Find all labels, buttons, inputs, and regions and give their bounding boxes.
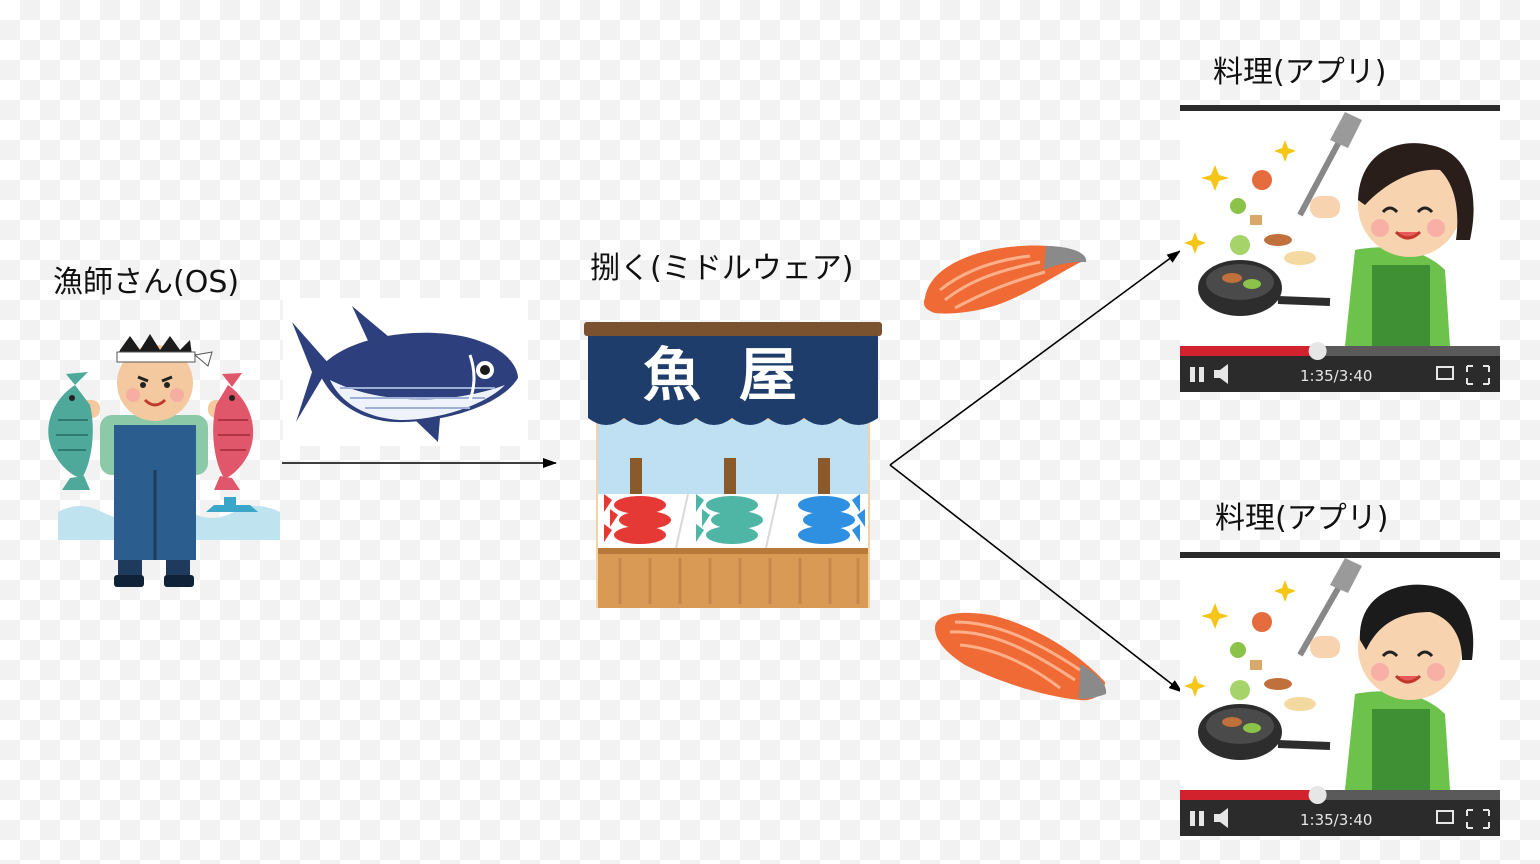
boat-icon: [206, 505, 258, 512]
green-fish-stack-icon: [696, 494, 763, 544]
fisherman-illustration: [48, 334, 280, 587]
arrow-middleware-to-app-bottom: [889, 464, 1183, 693]
miniplayer-icon-top: [1436, 366, 1454, 380]
red-fish-icon: [213, 373, 254, 490]
salmon-slice-bottom-icon: [935, 612, 1107, 701]
shop-noren: [588, 336, 878, 425]
app-top-video-player: 1:35/3:40: [1180, 105, 1500, 392]
video-progress-bottom: [1180, 790, 1318, 800]
green-fish-icon: [48, 372, 93, 490]
blue-fish-stack-icon: [798, 494, 865, 544]
miniplayer-icon-bottom: [1436, 810, 1454, 824]
volume-icon-top: [1214, 364, 1228, 384]
shop-sign-char-2: 屋: [739, 341, 797, 409]
salmon-slice-top-icon: [923, 245, 1087, 314]
video-scrubber-top: [1308, 342, 1327, 360]
video-scrubber-bottom: [1308, 786, 1327, 804]
fish-shop-illustration: 魚 屋: [584, 322, 882, 608]
tuna-fish-icon: [292, 306, 518, 442]
middleware-label: 捌く(ミドルウェア): [590, 251, 854, 286]
app-bottom-video-player: 1:35/3:40: [1180, 552, 1500, 836]
fullscreen-icon-bottom: [1466, 809, 1490, 829]
fullscreen-icon-top: [1466, 365, 1490, 385]
video-time-top: 1:35/3:40: [1300, 367, 1372, 385]
fisherman-label: 漁師さん(OS): [53, 265, 240, 300]
arrow-middleware-to-app-top: [889, 250, 1181, 466]
app-top-label: 料理(アプリ): [1213, 55, 1387, 90]
video-progress-top: [1180, 346, 1318, 356]
red-fish-stack-icon: [604, 494, 671, 544]
shop-sign-char-1: 魚: [643, 341, 701, 409]
video-time-bottom: 1:35/3:40: [1300, 811, 1372, 829]
volume-icon-bottom: [1214, 808, 1228, 828]
app-bottom-label: 料理(アプリ): [1215, 501, 1389, 536]
